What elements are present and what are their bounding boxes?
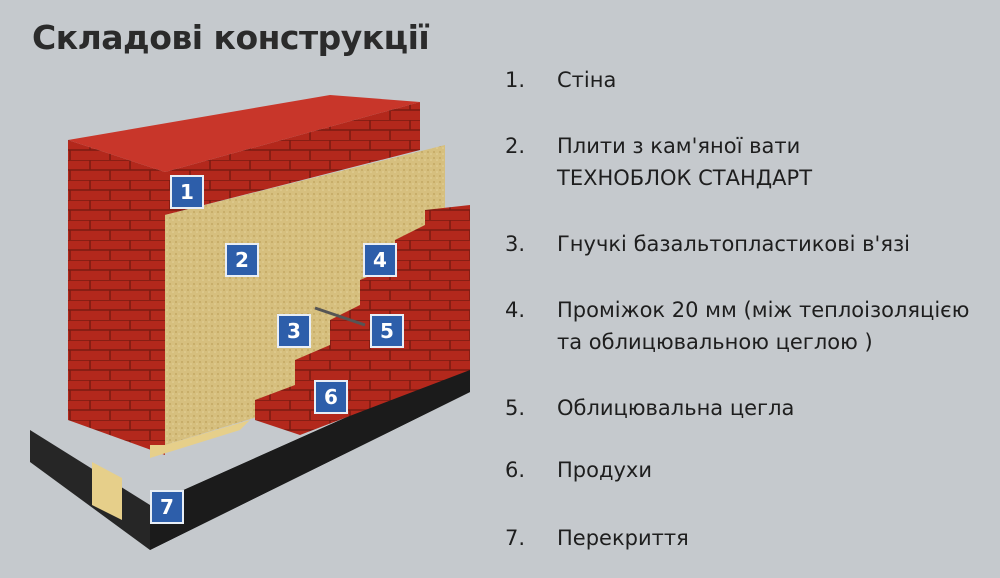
masonry-wall (68, 95, 420, 455)
item-text-line: Проміжок 20 мм (між теплоізоляцією (557, 298, 970, 322)
list-item: 6. Продухи (505, 454, 652, 486)
item-text: Проміжок 20 мм (між теплоізоляцією та обл… (557, 294, 969, 358)
item-text-line: Плити з кам'яної вати (557, 134, 801, 158)
label-badge-5: 5 (370, 314, 404, 348)
label-badge-4: 4 (363, 243, 397, 277)
wall-tie (314, 306, 366, 327)
item-number: 4. (505, 298, 526, 322)
item-text: Продухи (557, 458, 652, 482)
list-item: 1. Стіна (505, 64, 616, 96)
label-badge-2: 2 (225, 243, 259, 277)
wall-construction-illustration (30, 95, 470, 550)
floor-slab (30, 362, 470, 550)
page-title: Складові конструкції (32, 18, 430, 57)
list-item: 3. Гнучкі базальтопластикові в'язі (505, 228, 910, 260)
item-number: 5. (505, 396, 526, 420)
facing-bricks (255, 205, 470, 435)
label-badge-6: 6 (314, 380, 348, 414)
item-text: Облицювальна цегла (557, 396, 795, 420)
label-badge-3: 3 (277, 314, 311, 348)
list-item: 4. Проміжок 20 мм (між теплоізоляцією та о… (505, 294, 969, 358)
item-number: 6. (505, 458, 526, 482)
list-item: 7. Перекриття (505, 522, 689, 554)
item-text-line: ТЕХНОБЛОК СТАНДАРТ (557, 166, 813, 190)
item-number: 1. (505, 68, 526, 92)
item-number: 7. (505, 526, 526, 550)
item-number: 3. (505, 232, 526, 256)
list-item: 5. Облицювальна цегла (505, 392, 794, 424)
item-number: 2. (505, 134, 526, 158)
item-text: Перекриття (557, 526, 689, 550)
item-text: Стіна (557, 68, 617, 92)
label-badge-7: 7 (150, 490, 184, 524)
item-text: Гнучкі базальтопластикові в'язі (557, 232, 910, 256)
item-text-line: та облицювальною цеглою ) (557, 330, 873, 354)
label-badge-1: 1 (170, 175, 204, 209)
